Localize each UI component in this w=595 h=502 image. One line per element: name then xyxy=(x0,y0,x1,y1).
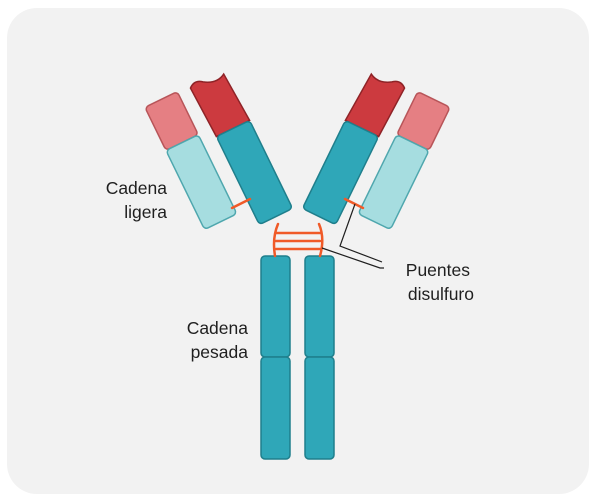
heavy-chain-left-upper-domain xyxy=(261,256,290,357)
heavy-chain-label-line2: pesada xyxy=(191,342,249,362)
heavy-chain-label-line1: Cadena xyxy=(187,318,249,338)
left-interchain-disulfide-bond xyxy=(232,199,250,208)
disulfide-label-line1: Puentes xyxy=(406,260,470,280)
light-chain-label-line1: Cadena xyxy=(106,178,168,198)
disulfide-label-line2: disulfuro xyxy=(408,284,474,304)
heavy-chain-right-lower-domain xyxy=(305,357,334,459)
heavy-chain-right-upper-domain xyxy=(305,256,334,357)
heavy-chain-stem xyxy=(261,256,334,459)
heavy-chain-left-lower-domain xyxy=(261,357,290,459)
hinge-disulfide-bonds xyxy=(274,224,322,256)
light-chain-label-line2: ligera xyxy=(124,202,167,222)
